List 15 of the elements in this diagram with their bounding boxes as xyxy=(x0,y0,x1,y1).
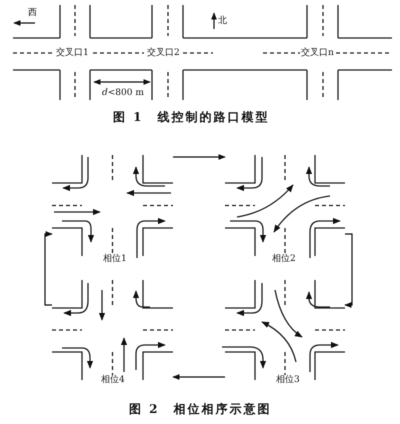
direction-label: 西 xyxy=(27,8,38,19)
figure-caption: 图 2 相位相序示意图 xyxy=(128,402,273,416)
phase-label: 相位3 xyxy=(275,375,301,386)
intersection-label: 交叉口2 xyxy=(146,48,181,59)
phase-label: 相位1 xyxy=(102,254,128,265)
arrow xyxy=(344,233,353,308)
direction-label: 北 xyxy=(217,16,228,27)
arrow xyxy=(173,154,226,160)
intersection-label: 交叉口n xyxy=(300,48,335,59)
phase-label: 相位4 xyxy=(100,375,126,386)
arrow xyxy=(172,374,225,380)
intersection-label: 交叉口1 xyxy=(55,48,90,59)
phase-label: 相位2 xyxy=(271,254,297,265)
arrow xyxy=(44,231,53,306)
figure-caption: 图 1 线控制的路口模型 xyxy=(112,110,271,124)
